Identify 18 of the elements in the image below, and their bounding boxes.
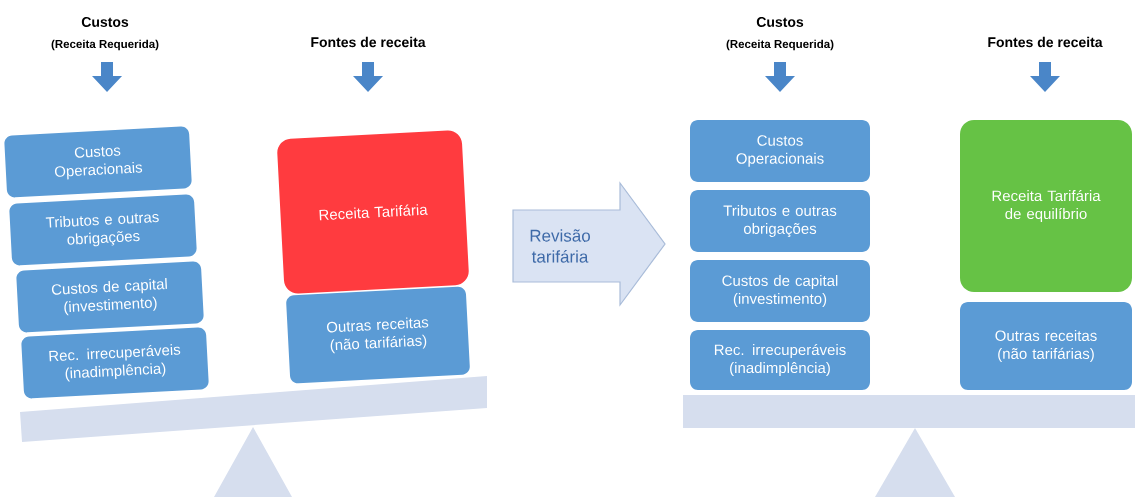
column-heading: Fontes de receita bbox=[988, 36, 1103, 48]
column-heading: (Receita Requerida) bbox=[726, 39, 834, 51]
cost-box: Outras receitas (não tarifárias) bbox=[960, 302, 1132, 390]
cost-box: Rec. irrecuperáveis (inadimplência) bbox=[690, 330, 870, 390]
cost-box: Outras receitas (não tarifárias) bbox=[286, 286, 470, 384]
cost-box: Rec. irrecuperáveis (inadimplência) bbox=[21, 327, 209, 399]
column-heading: Custos bbox=[81, 17, 129, 27]
cost-box: Receita Tarifária de equilíbrio bbox=[960, 120, 1132, 292]
cost-box: Custos de capital (investimento) bbox=[690, 260, 870, 322]
cost-box: Custos Operacionais bbox=[4, 126, 192, 198]
cost-box: Tributos e outras obrigações bbox=[690, 190, 870, 252]
cost-box: Custos Operacionais bbox=[690, 120, 870, 182]
cost-box: Custos de capital (investimento) bbox=[16, 261, 204, 333]
cost-box: Receita Tarifária bbox=[277, 130, 469, 294]
cost-box: Tributos e outras obrigações bbox=[9, 194, 197, 266]
column-heading: Fontes de receita bbox=[311, 36, 426, 48]
column-heading: (Receita Requerida) bbox=[51, 39, 159, 51]
column-heading: Custos bbox=[756, 17, 804, 27]
